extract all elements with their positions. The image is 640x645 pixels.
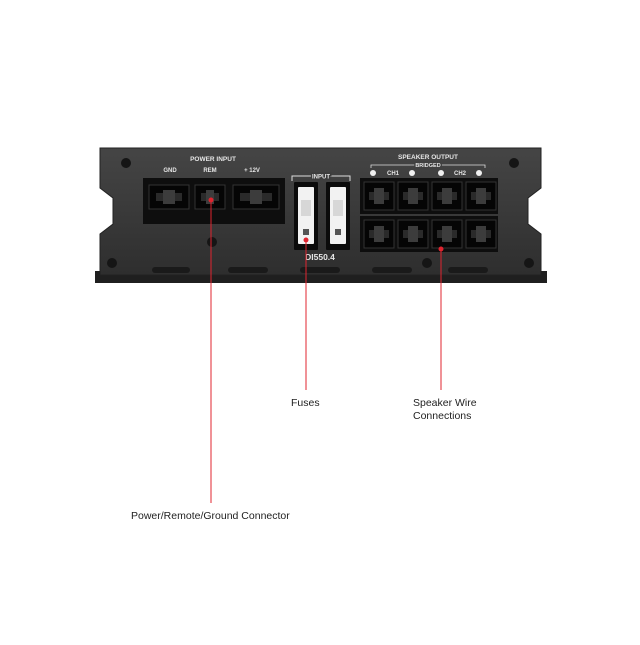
- bridged-bracket: [370, 164, 486, 168]
- vent-slot: [152, 267, 190, 273]
- vent-slot: [448, 267, 488, 273]
- rem-terminal: [194, 184, 226, 210]
- callout-fuses-text: Fuses: [291, 397, 320, 409]
- callout-speaker-line1: Speaker Wire: [413, 397, 477, 409]
- speaker-terminal: [465, 181, 497, 211]
- callout-speaker-line2: Connections: [413, 410, 472, 422]
- callout-power-connector: Power/Remote/Ground Connector: [131, 510, 290, 523]
- rem-label: REM: [203, 168, 216, 174]
- fuse-left: [294, 182, 318, 250]
- fuse-right: [326, 182, 350, 250]
- vent-slot: [228, 267, 268, 273]
- screw-top-right: [509, 158, 519, 168]
- speaker-terminal: [397, 181, 429, 211]
- callout-dot-fuses: [303, 237, 309, 243]
- minus-icon: [409, 170, 415, 176]
- ch1-label: CH1: [387, 171, 400, 177]
- vent-slot: [300, 267, 340, 273]
- screw-top-left: [121, 158, 131, 168]
- vent-slot: [372, 267, 412, 273]
- callout-fuses: Fuses: [291, 397, 320, 410]
- callout-speaker-connections: Speaker Wire Connections: [413, 397, 477, 423]
- speaker-terminal: [363, 219, 395, 249]
- speaker-terminal: [397, 219, 429, 249]
- plus12-terminal: [232, 184, 280, 210]
- input-label: INPUT: [312, 175, 330, 181]
- screw-power-block: [207, 237, 217, 247]
- speaker-terminal: [465, 219, 497, 249]
- callout-dot-speaker: [438, 246, 444, 252]
- speaker-terminal: [363, 181, 395, 211]
- callout-power-text: Power/Remote/Ground Connector: [131, 510, 290, 522]
- model-label: DI550.4: [305, 252, 335, 262]
- plus-icon: [370, 170, 376, 176]
- power-input-title: POWER INPUT: [190, 156, 236, 163]
- gnd-label: GND: [163, 168, 177, 174]
- input-bracket: [291, 175, 351, 181]
- plus12-label: + 12V: [244, 168, 260, 174]
- speaker-output-title: SPEAKER OUTPUT: [398, 154, 458, 161]
- gnd-terminal: [148, 184, 190, 210]
- screw-bottom-left: [107, 258, 117, 268]
- minus-icon: [476, 170, 482, 176]
- callout-dot-power: [208, 197, 214, 203]
- speaker-terminal: [431, 219, 463, 249]
- bridged-label: BRIDGED: [415, 163, 440, 169]
- speaker-terminal: [431, 181, 463, 211]
- callout-lines: [208, 197, 444, 503]
- plus-icon: [438, 170, 444, 176]
- screw-bottom-right: [524, 258, 534, 268]
- ch2-label: CH2: [454, 171, 467, 177]
- screw-speaker-block: [422, 258, 432, 268]
